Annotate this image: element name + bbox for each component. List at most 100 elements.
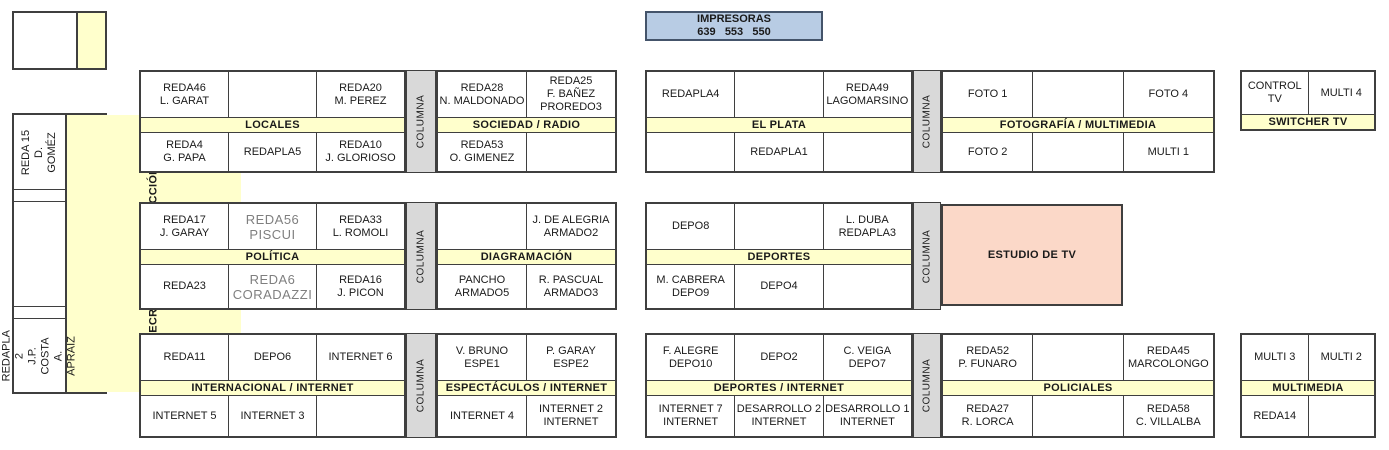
printers-title: IMPRESORAS	[697, 13, 771, 25]
desk-cell: REDA53 O. GIMENEZ	[438, 133, 527, 171]
corner-box-white-area	[14, 13, 78, 68]
secretarios-desks: REDA 15 D. GOMÉZ REDAPLA 2 J.P. COSTA A.…	[0, 115, 77, 392]
group-sociedad-radio: REDA28 N. MALDONADO REDA25 F. BAÑEZ PRORE…	[436, 70, 617, 173]
desk-cell: F. ALEGRE DEPO10	[647, 335, 736, 380]
corner-box-yellow-strip	[78, 13, 105, 68]
desk-cell: PANCHO ARMADO5	[438, 265, 527, 308]
desk-cell: REDA28 N. MALDONADO	[438, 72, 527, 117]
desk-cell: FOTO 1	[943, 72, 1034, 117]
desk-redapla2-label: REDAPLA 2 J.P. COSTA A. APRAIZ	[0, 329, 78, 381]
desk-cell: MULTI 3	[1242, 335, 1309, 380]
columna-label: COLUMNA	[921, 94, 933, 149]
group-header: FOTOGRAFÍA / MULTIMEDIA	[943, 117, 1213, 133]
desk-row: REDA14	[1242, 396, 1374, 436]
desk-cell: DEPO6	[229, 335, 317, 380]
columna-pillar: COLUMNA	[913, 202, 941, 310]
desk-cell-empty	[1033, 396, 1124, 436]
desk-cell: REDA52 P. FUNARO	[943, 335, 1034, 380]
group-header: INTERNACIONAL / INTERNET	[141, 380, 404, 396]
desk-cell-empty	[229, 72, 317, 117]
desk-cell: REDA56 PISCUI	[229, 204, 317, 249]
desk-reda15-label: REDA 15 D. GOMÉZ	[19, 129, 58, 175]
spacer-cell	[14, 307, 65, 319]
desk-cell: L. DUBA REDAPLA3	[838, 213, 897, 239]
desk-row: MULTI 3 MULTI 2	[1242, 335, 1374, 380]
group-header: SWITCHER TV	[1242, 114, 1374, 129]
desk-cell: REDA27 R. LORCA	[943, 396, 1034, 436]
desk-cell: REDA58 C. VILLALBA	[1135, 403, 1201, 428]
desk-row: V. BRUNO ESPE1 P. GARAY ESPE2	[438, 335, 615, 380]
desk-cell: C. VEIGA DEPO7	[843, 344, 892, 370]
spacer-cell	[14, 190, 65, 202]
desk-cell: REDAPLA4	[647, 72, 736, 117]
desk-cell: INTERNET 3	[229, 396, 317, 436]
desk-cell: J. DE ALEGRIA ARMADO2	[532, 213, 610, 239]
group-header: POLICIALES	[943, 380, 1213, 396]
group-header: DEPORTES	[647, 249, 911, 265]
group-header: DEPORTES / INTERNET	[647, 380, 911, 396]
desk-row: FOTO 1 FOTO 4	[943, 72, 1213, 117]
desk-row: REDAPLA1	[647, 133, 911, 171]
desk-cell-empty	[824, 133, 911, 171]
columna-label: COLUMNA	[415, 94, 427, 149]
desk-cell: REDA17 J. GARAY	[141, 204, 229, 249]
printers-numbers: 639 553 550	[697, 26, 771, 38]
group-header: ESPECTÁCULOS / INTERNET	[438, 380, 615, 396]
desk-cell-empty	[438, 204, 527, 249]
desk-cell-empty	[527, 133, 615, 171]
desk-cell: MULTI 2	[1320, 351, 1362, 363]
desk-cell: INTERNET 7 INTERNET	[647, 396, 736, 436]
columna-label: COLUMNA	[415, 358, 427, 413]
desk-row: REDA53 O. GIMENEZ	[438, 133, 615, 171]
desk-cell: FOTO 4	[1148, 88, 1189, 100]
group-header: EL PLATA	[647, 117, 911, 133]
columna-pillar: COLUMNA	[406, 70, 436, 173]
columna-label: COLUMNA	[921, 229, 933, 283]
desk-cell: REDA49 LAGOMARSINO	[826, 81, 909, 107]
printers-box: IMPRESORAS 639 553 550	[645, 11, 823, 41]
desk-cell: P. GARAY ESPE2	[546, 344, 596, 370]
desk-cell: REDAPLA1	[735, 133, 824, 171]
desk-cell: REDA46 L. GARAT	[141, 72, 229, 117]
desk-row: J. DE ALEGRIA ARMADO2	[438, 204, 615, 249]
desk-cell: INTERNET 6	[328, 351, 393, 363]
estudio-de-tv: ESTUDIO DE TV	[941, 204, 1123, 306]
desk-cell-empty	[647, 133, 736, 171]
desk-row: REDAPLA4 REDA49 LAGOMARSINO	[647, 72, 911, 117]
desk-cell-empty	[1033, 133, 1124, 171]
desk-cell: REDA20 M. PEREZ	[334, 81, 387, 107]
desk-cell: V. BRUNO ESPE1	[438, 335, 527, 380]
group-header: MULTIMEDIA	[1242, 380, 1374, 396]
desk-cell: INTERNET 4	[438, 396, 527, 436]
desk-cell: DEPO4	[735, 265, 824, 308]
corner-box	[12, 11, 107, 70]
estudio-de-tv-label: ESTUDIO DE TV	[987, 249, 1077, 261]
desk-cell: REDA25 F. BAÑEZ PROREDO3	[540, 75, 602, 113]
desk-cell-empty	[1033, 72, 1124, 117]
desk-cell: DESARROLLO 1 INTERNET	[825, 403, 910, 428]
desk-redapla2: REDAPLA 2 J.P. COSTA A. APRAIZ	[0, 319, 77, 392]
group-header: DIAGRAMACIÓN	[438, 249, 615, 265]
desk-cell: CONTROL TV	[1242, 72, 1309, 114]
desk-row: REDA28 N. MALDONADO REDA25 F. BAÑEZ PRORE…	[438, 72, 615, 117]
desk-cell: INTERNET 5	[141, 396, 229, 436]
desk-cell: DEPO2	[735, 335, 824, 380]
